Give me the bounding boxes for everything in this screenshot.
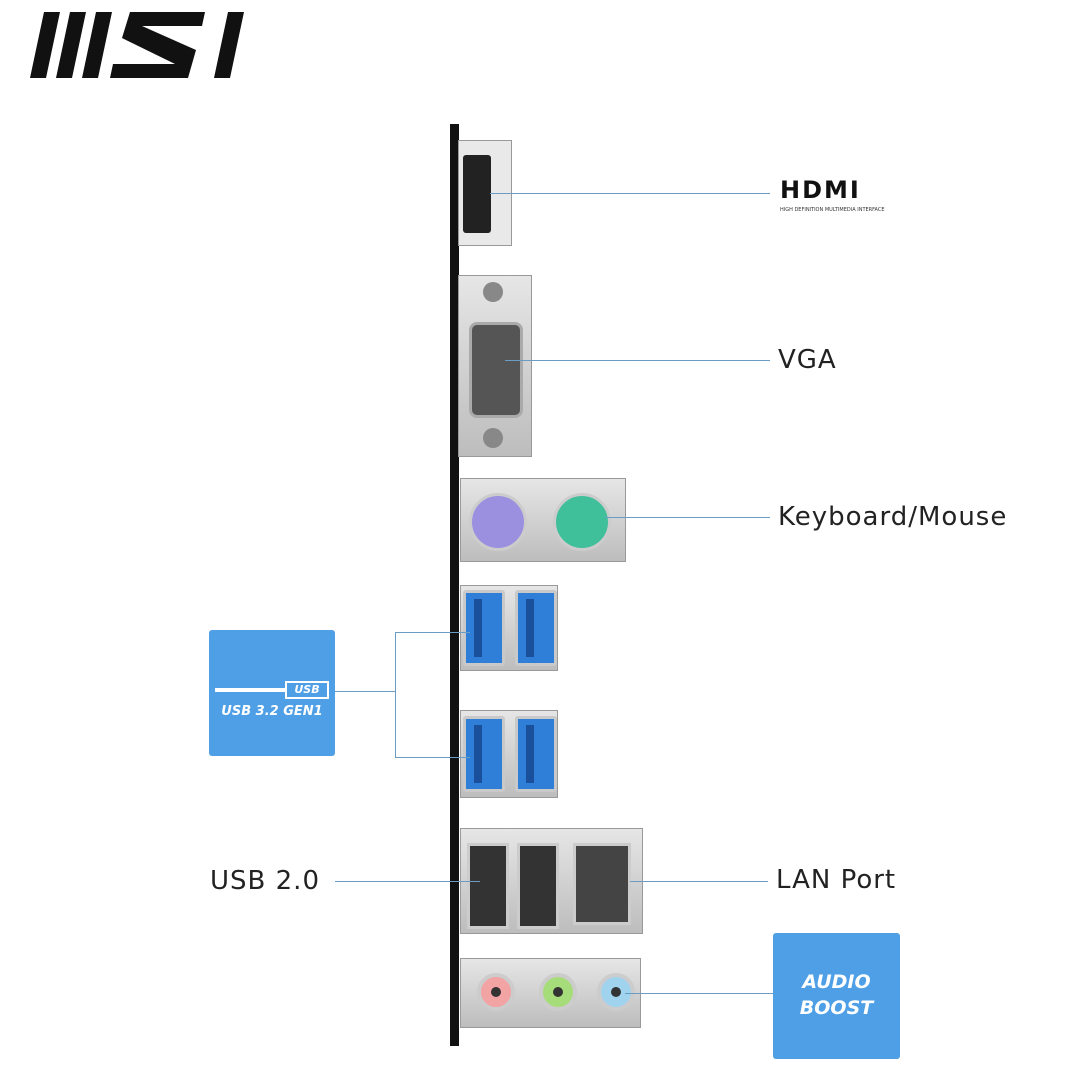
keyboard-mouse-label: Keyboard/Mouse [778, 502, 1008, 532]
usb2-port [467, 843, 509, 929]
lan-port [573, 843, 631, 925]
audio-jacks [460, 958, 641, 1028]
usb3-port-pair-bottom [460, 710, 558, 798]
hdmi-logo: HDMI HIGH DEFINITION MULTIMEDIA INTERFAC… [780, 176, 885, 213]
io-shield-bracket [450, 124, 459, 1046]
usb3-port-pair-top [460, 585, 558, 671]
vga-port [458, 275, 532, 457]
usb-2-label: USB 2.0 [210, 866, 320, 896]
lan-port-label: LAN Port [776, 865, 897, 895]
vga-label: VGA [778, 345, 837, 375]
usb-3-2-gen1-badge: USB USB 3.2 GEN1 [209, 630, 335, 756]
usb2-lan-ports [460, 828, 643, 934]
ps2-port [460, 478, 626, 562]
msi-logo [30, 12, 244, 78]
usb2-port [517, 843, 559, 929]
audio-boost-badge: AUDIO BOOST [773, 933, 900, 1059]
